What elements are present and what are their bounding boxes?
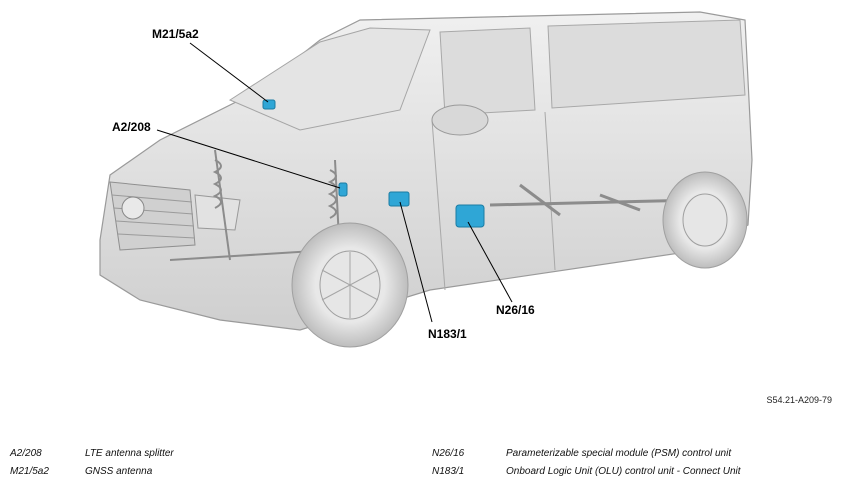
rear-wheel [662, 171, 748, 269]
windshield [228, 27, 431, 131]
legend: A2/208 LTE antenna splitter N26/16 Param… [0, 440, 842, 480]
side-mirror [431, 104, 489, 136]
legend-code: N26/16 [432, 448, 465, 459]
callout-a2-208: A2/208 [112, 120, 151, 134]
leader-lines [156, 42, 513, 323]
side-window-front [439, 27, 536, 116]
door-line [431, 111, 556, 291]
callout-n183-1: N183/1 [428, 327, 467, 341]
headlight [194, 194, 241, 231]
psm-control-unit-component [455, 204, 485, 228]
gnss-antenna-component [262, 99, 276, 110]
legend-code: A2/208 [10, 448, 42, 459]
legend-code: N183/1 [432, 466, 465, 477]
legend-description: Parameterizable special module (PSM) con… [506, 448, 732, 459]
legend-code: M21/5a2 [10, 466, 49, 477]
front-wheel [291, 222, 409, 348]
callout-m21-5a2: M21/5a2 [152, 27, 199, 41]
callout-n26-16: N26/16 [496, 303, 535, 317]
van-diagram: M21/5a2 A2/208 N183/1 N26/16 [99, 11, 753, 348]
front-grille [109, 181, 196, 251]
legend-description: LTE antenna splitter [85, 448, 174, 459]
side-window-rear [547, 19, 746, 109]
figure-reference: S54.21-A209-79 [766, 395, 832, 405]
legend-row: M21/5a2 GNSS antenna N183/1 Onboard Logi… [0, 465, 842, 479]
star-emblem [121, 196, 145, 220]
legend-description: GNSS antenna [85, 466, 153, 477]
van-illustration [99, 11, 753, 348]
rear-axle [489, 183, 701, 217]
olu-control-unit-component [388, 191, 410, 207]
lte-antenna-splitter-component [338, 182, 348, 197]
legend-description: Onboard Logic Unit (OLU) control unit - … [506, 466, 741, 477]
legend-row: A2/208 LTE antenna splitter N26/16 Param… [0, 447, 842, 461]
